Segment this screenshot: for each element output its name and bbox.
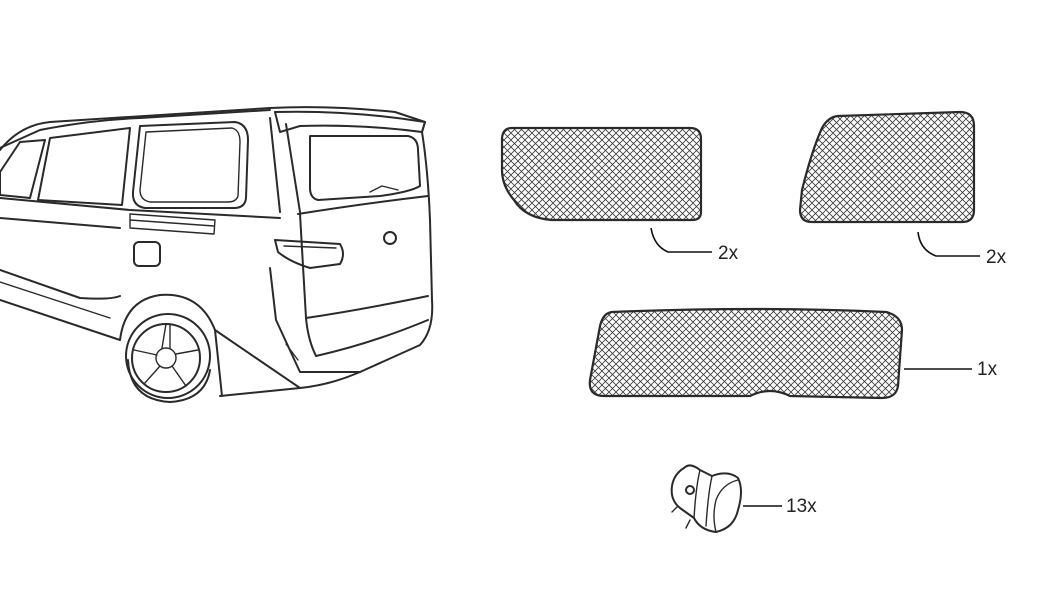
qty-label-rear-window: 1x: [977, 359, 998, 380]
rear-window-shade: [588, 307, 904, 400]
van-illustration: [0, 106, 434, 403]
qty-label-clip: 13x: [786, 496, 817, 517]
leader-line-front-side: [650, 227, 712, 253]
qty-label-rear-side: 2x: [986, 247, 1007, 268]
leader-line-rear-side: [917, 231, 980, 257]
side-window-shade-rear: [798, 110, 976, 224]
side-window-shade-front: [500, 126, 703, 222]
mounting-clip: [670, 464, 742, 533]
qty-label-front-side: 2x: [718, 243, 739, 264]
